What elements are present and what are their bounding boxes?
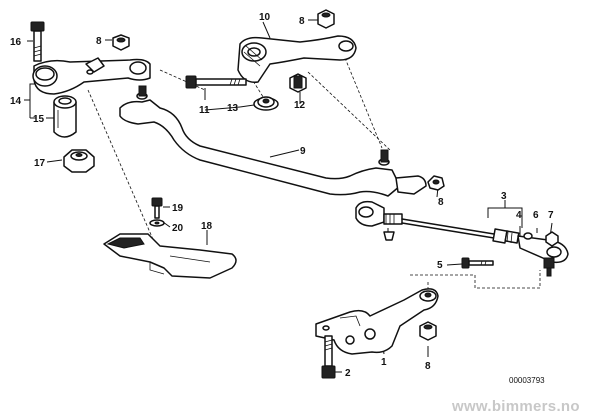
callout-1: 1 — [381, 357, 387, 368]
callout-7: 7 — [548, 210, 554, 221]
callout-4: 4 — [516, 210, 522, 221]
diagram-code: 00003793 — [509, 376, 545, 385]
bolt-11 — [185, 75, 247, 100]
callout-3: 3 — [501, 191, 507, 202]
callout-8-bottom: 8 — [425, 361, 431, 372]
callout-6: 6 — [533, 210, 539, 221]
callout-labels: 16 8 10 8 14 15 11 13 12 17 9 8 19 20 18… — [10, 12, 554, 379]
callout-14: 14 — [10, 96, 22, 107]
nut-8-top-right — [317, 9, 335, 29]
callout-8-top-right: 8 — [299, 16, 305, 27]
bolt-2 — [321, 335, 336, 379]
callout-16: 16 — [10, 37, 22, 48]
idler-arm-14 — [32, 57, 151, 95]
callout-9: 9 — [300, 146, 306, 157]
pitman-arm-10 — [237, 35, 357, 83]
nut-8-mid — [427, 175, 445, 191]
callout-13: 13 — [227, 103, 239, 114]
callout-17: 17 — [34, 158, 46, 169]
callout-12: 12 — [294, 100, 306, 111]
nut-8-bottom — [419, 321, 437, 341]
callout-11: 11 — [199, 105, 210, 116]
callout-2: 2 — [345, 368, 351, 379]
bolt-16 — [30, 21, 45, 62]
idler-bracket-1 — [315, 288, 439, 355]
callout-18: 18 — [201, 221, 213, 232]
washer-13 — [239, 96, 279, 111]
callout-20: 20 — [172, 223, 184, 234]
callout-8-top: 8 — [96, 36, 102, 47]
callout-5: 5 — [437, 260, 443, 271]
callout-10: 10 — [259, 12, 271, 23]
nut-17 — [63, 149, 95, 173]
bushing-15 — [53, 95, 77, 138]
center-tie-rod-9 — [119, 85, 427, 197]
bolt-19 — [151, 197, 163, 219]
nut-8-top — [112, 34, 130, 51]
washer-20 — [149, 219, 165, 227]
clamp-bolt-5 — [461, 257, 494, 269]
clamp-nut-7 — [545, 231, 559, 247]
callout-19: 19 — [172, 203, 184, 214]
bracket-18 — [103, 233, 237, 279]
callout-8-mid: 8 — [438, 197, 444, 208]
callout-15: 15 — [33, 114, 45, 125]
nut-12 — [289, 73, 307, 93]
watermark: www.bimmers.no — [452, 398, 580, 415]
clamp-bolt-6 — [523, 232, 533, 240]
